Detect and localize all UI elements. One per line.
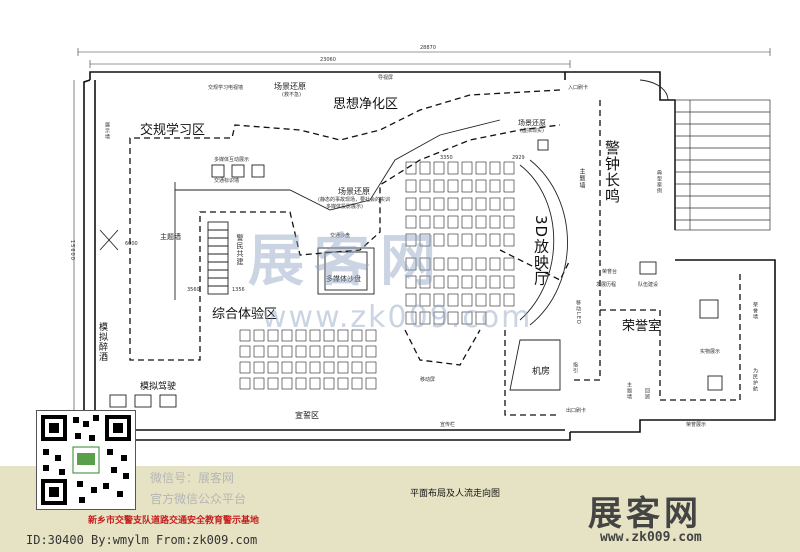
dim-c: 1356 [232, 287, 245, 293]
label-scene-restore-right: 场景还原 [518, 119, 546, 127]
label-theme-wall-right: 主题墙 [578, 168, 585, 189]
label-sand-table: 多媒体沙盘 [326, 275, 361, 283]
watermark-site: www.zk009.com [262, 300, 533, 335]
zone-experience: 综合体验区 [212, 307, 278, 322]
dim-overall-width: 28870 [420, 45, 436, 51]
dim-a: 6000 [125, 241, 138, 247]
watermark-brand: 展客网 [248, 229, 446, 294]
label-multimedia-interact: 多媒体互动展示 [214, 157, 250, 163]
label-honor-stand: 荣誉台 [602, 269, 618, 275]
zone-mind-purify: 思想净化区 [333, 97, 399, 112]
label-top-guide: 导视屏 [378, 75, 394, 81]
label-mobile-screen: 移动屏 [420, 377, 436, 383]
cinema-seats [405, 161, 515, 325]
stairs [674, 99, 771, 231]
label-scene-restore-right-sub: (虚拟现实) [520, 128, 544, 134]
label-scene-restore-top-sub: (救不急) [282, 92, 301, 98]
label-glory: 荣誉展示 [686, 422, 707, 428]
footer-id-line: ID:30400 By:wmylm From:zk009.com [26, 533, 258, 547]
qr-code-icon [36, 410, 136, 510]
zone-traffic-study: 交规学习区 [140, 123, 206, 138]
zone-sim-drunk: 模拟醉酒 [97, 322, 107, 362]
label-scene-restore-mid: 场景还原 [338, 187, 370, 196]
label-dev-history: 发展历程 [596, 282, 617, 288]
label-guide: 指引 [572, 362, 578, 374]
label-honor-wall: 荣誉墙 [752, 302, 758, 320]
label-exhibit-1: 展示墙 [104, 122, 110, 140]
dimension-lines [73, 48, 771, 430]
dim-left-height: 15600 [69, 240, 75, 261]
label-police-building: 警民共建 [236, 234, 244, 266]
zone-sim-drive: 模拟驾驶 [140, 382, 177, 392]
label-entrance-in: 入口刷卡 [568, 85, 589, 91]
visitor-flow-path [129, 89, 741, 416]
footer-wechat-id: 微信号：展客网 [150, 471, 235, 485]
dim-d: 3350 [440, 155, 453, 161]
label-bottom-exit: 宣传栏 [440, 422, 456, 428]
label-tv-wall: 交规学习电视墙 [208, 85, 244, 91]
zone-machine-room: 机房 [532, 367, 551, 377]
outer-walls [83, 71, 776, 441]
experience-seats [239, 329, 377, 390]
zone-honor-room: 荣誉室 [622, 319, 662, 334]
footer-wechat-official: 官方微信公众平台 [150, 492, 247, 506]
dim-b: 3560 [187, 287, 200, 293]
zone-bell-ring: 警钟长鸣 [603, 140, 621, 204]
label-led-screen: 移动LED [575, 300, 581, 325]
label-traffic-sign-wall: 交通标识墙 [214, 178, 240, 184]
zone-propaganda: 宣誓区 [295, 411, 319, 420]
label-entrance-out: 出口刷卡 [566, 408, 587, 414]
label-review: 回顾 [644, 388, 650, 400]
label-scene-restore-top: 场景还原 [274, 82, 306, 91]
drawing-caption: 平面布局及人流走向图 [410, 489, 501, 499]
label-for-people: 为民护航 [752, 368, 758, 392]
label-theme-wall-small: 主题墙 [626, 382, 632, 400]
label-real-show: 实物展示 [700, 349, 721, 355]
label-scene-restore-mid-sub2: 多媒体投影展示) [326, 204, 363, 210]
label-theme-wall: 主题墙 [160, 233, 181, 241]
dim-e: 2929 [512, 155, 525, 161]
structures [99, 79, 723, 408]
dim-inner-width: 23060 [320, 57, 336, 63]
footer-department: 新乡市交警支队道路交通安全教育警示基地 [88, 516, 260, 526]
footer-site: www.zk009.com [600, 530, 702, 545]
label-team-build: 队伍建设 [638, 282, 659, 288]
label-exhibit-2: 典型案例 [656, 170, 662, 194]
label-scene-restore-mid-sub: (静态的事故现场，要社会的实训 [318, 197, 390, 203]
floor-plan-drawing [73, 48, 776, 441]
footer-brand-logo: 展客网 [588, 494, 702, 534]
label-sand-table-top: 交通沙盘 [330, 233, 351, 239]
zone-cinema-3d: 3D放映厅 [532, 215, 550, 287]
